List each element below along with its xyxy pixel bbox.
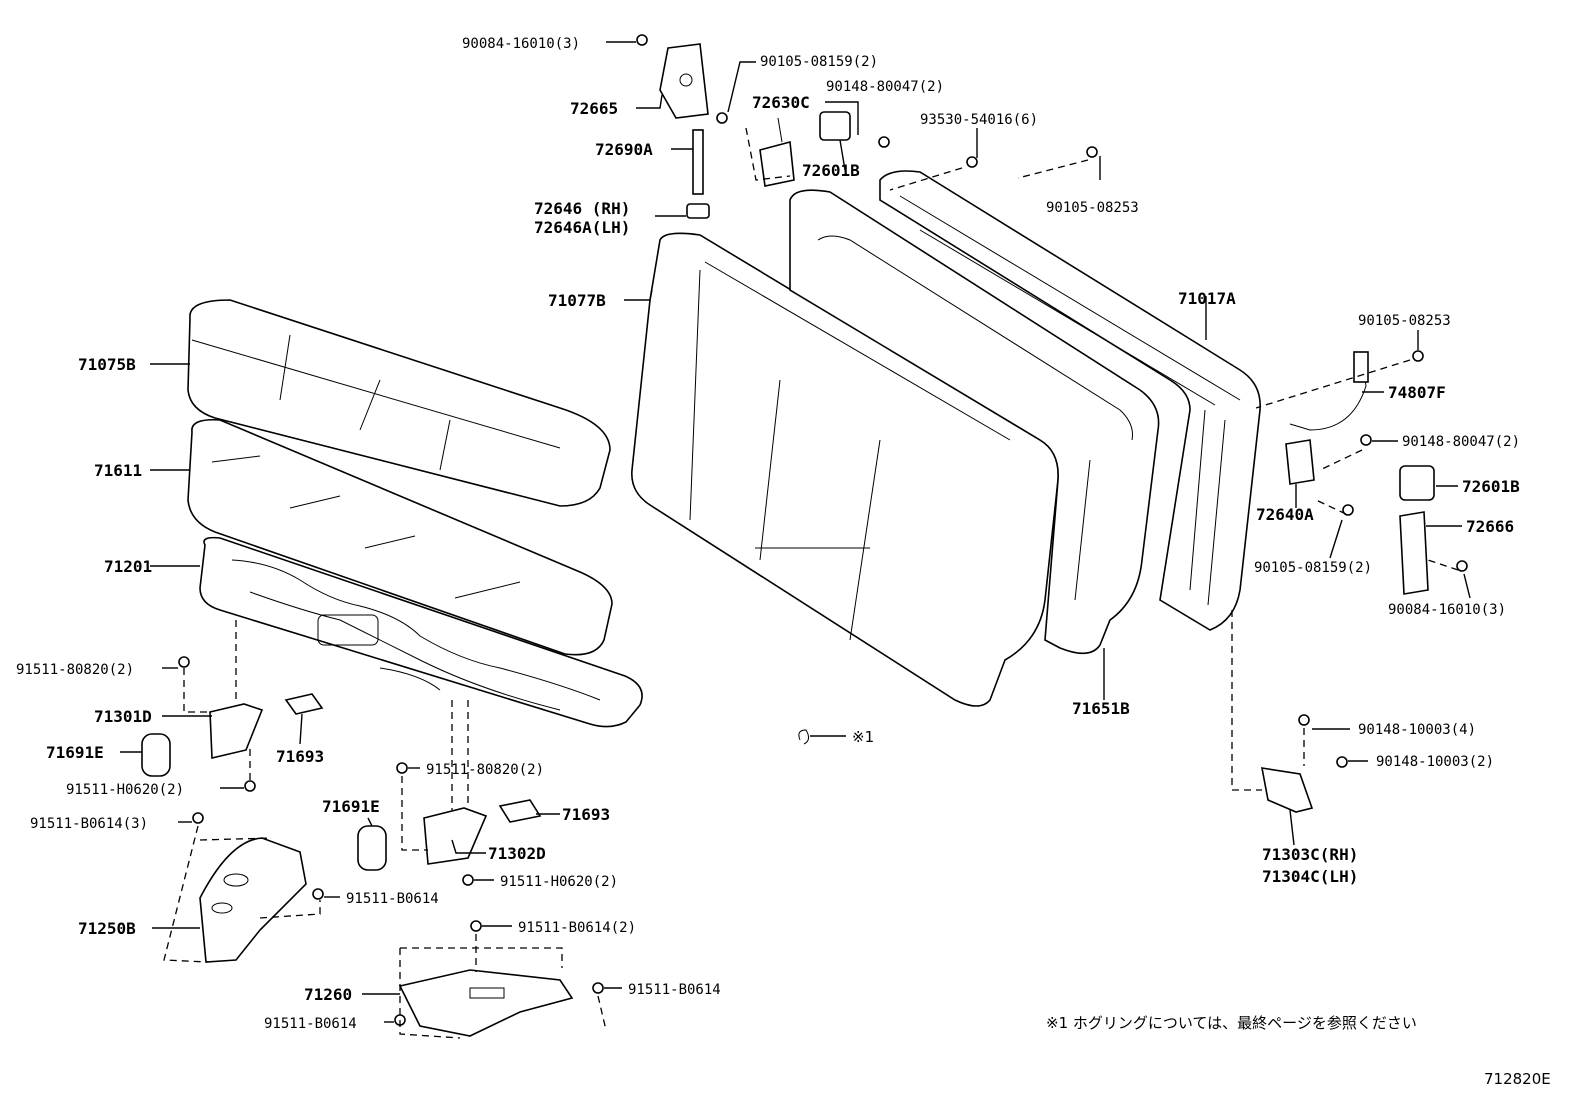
cap-71691e-left bbox=[141, 733, 171, 777]
callout-label: 71075B bbox=[78, 355, 136, 374]
seat-cushion-pad-71611 bbox=[187, 418, 613, 656]
seat-cushion-cover-71075b bbox=[187, 299, 611, 507]
callout-labels: 90084-16010(3) 72665 90105-08159(2) 9014… bbox=[16, 36, 1520, 1032]
callout-label: 71693 bbox=[562, 805, 610, 824]
callout-label: 74807F bbox=[1388, 383, 1446, 402]
callout-label: 91511-H0620(2) bbox=[66, 782, 184, 798]
bracket-71302d bbox=[423, 807, 488, 865]
callout-label: 71304C(LH) bbox=[1262, 867, 1358, 886]
callout-label: 72690A bbox=[595, 140, 653, 159]
callout-label: 71303C(RH) bbox=[1262, 845, 1358, 864]
callout-label: 71017A bbox=[1178, 289, 1236, 308]
cable-74807f bbox=[1289, 351, 1369, 431]
bracket-72666 bbox=[1399, 511, 1429, 595]
cover-71250b bbox=[199, 837, 307, 963]
clip-71693-right bbox=[498, 799, 542, 823]
callout-label: 90084-16010(3) bbox=[1388, 602, 1506, 618]
hinge-71303c bbox=[1261, 767, 1314, 813]
bracket-72665 bbox=[659, 43, 709, 119]
callout-label: 71250B bbox=[78, 919, 136, 938]
assembly-dashed-lines bbox=[163, 127, 1459, 1039]
strap-72690a bbox=[692, 129, 704, 195]
callout-label: 72640A bbox=[1256, 505, 1314, 524]
callout-label: 71691E bbox=[46, 743, 104, 762]
callout-label: 91511-B0614 bbox=[346, 891, 439, 907]
callout-label: 91511-80820(2) bbox=[16, 662, 134, 678]
cap-71691e-right bbox=[357, 825, 387, 871]
callout-label: 90105-08253 bbox=[1358, 313, 1451, 329]
cover-71260 bbox=[398, 969, 574, 1037]
callout-label: 72601B bbox=[802, 161, 860, 180]
callout-label: 90105-08159(2) bbox=[1254, 560, 1372, 576]
callout-label: 71611 bbox=[94, 461, 142, 480]
seat-cushion-frame-71201 bbox=[199, 536, 643, 728]
hook-72640a bbox=[1285, 439, 1315, 485]
callout-label: 72666 bbox=[1466, 517, 1514, 536]
callout-label: 72665 bbox=[570, 99, 618, 118]
seat-back-pad-71651b bbox=[789, 189, 1160, 655]
callout-label: 93530-54016(6) bbox=[920, 112, 1038, 128]
callout-label: 71260 bbox=[304, 985, 352, 1004]
clip-71693-left bbox=[284, 693, 324, 715]
callout-label: 72601B bbox=[1462, 477, 1520, 496]
bracket-71301d bbox=[209, 703, 264, 760]
callout-label: 90148-10003(4) bbox=[1358, 722, 1476, 738]
callout-label: 71201 bbox=[104, 557, 152, 576]
callout-label: 71651B bbox=[1072, 699, 1130, 718]
callout-label: 72646A(LH) bbox=[534, 218, 630, 237]
callout-label: 71077B bbox=[548, 291, 606, 310]
callout-label: ※1 bbox=[852, 728, 874, 746]
callout-label: 90084-16010(3) bbox=[462, 36, 580, 52]
callout-label: 91511-B0614(3) bbox=[30, 816, 148, 832]
callout-label: 72646 (RH) bbox=[534, 199, 630, 218]
diagram-id: 712820E bbox=[1484, 1070, 1551, 1088]
callout-label: 90148-10003(2) bbox=[1376, 754, 1494, 770]
footnote: ※1 ホグリングについては、最終ページを参照ください bbox=[1046, 1014, 1417, 1032]
callout-label: 90105-08159(2) bbox=[760, 54, 878, 70]
callout-label: 91511-H0620(2) bbox=[500, 874, 618, 890]
callout-label: 91511-B0614 bbox=[264, 1016, 357, 1032]
callout-label: 71693 bbox=[276, 747, 324, 766]
callout-label: 91511-80820(2) bbox=[426, 762, 544, 778]
callout-label: 90105-08253 bbox=[1046, 200, 1139, 216]
hook-72630c bbox=[759, 117, 795, 187]
leader-lines bbox=[120, 41, 1471, 1023]
striker-72601b-lower bbox=[1399, 465, 1435, 501]
callout-label: 91511-B0614 bbox=[628, 982, 721, 998]
callout-label: 90148-80047(2) bbox=[1402, 434, 1520, 450]
seat-back-cover-71077b bbox=[631, 232, 1059, 707]
seat-back-frame-71017a bbox=[879, 170, 1261, 631]
callout-label: 90148-80047(2) bbox=[826, 79, 944, 95]
cap-72646 bbox=[686, 203, 710, 219]
callout-label: 71691E bbox=[322, 797, 380, 816]
callout-label: 71301D bbox=[94, 707, 152, 726]
callout-label: 71302D bbox=[488, 844, 546, 863]
callout-label: 91511-B0614(2) bbox=[518, 920, 636, 936]
striker-72601b-upper bbox=[819, 111, 851, 141]
callout-label: 72630C bbox=[752, 93, 810, 112]
